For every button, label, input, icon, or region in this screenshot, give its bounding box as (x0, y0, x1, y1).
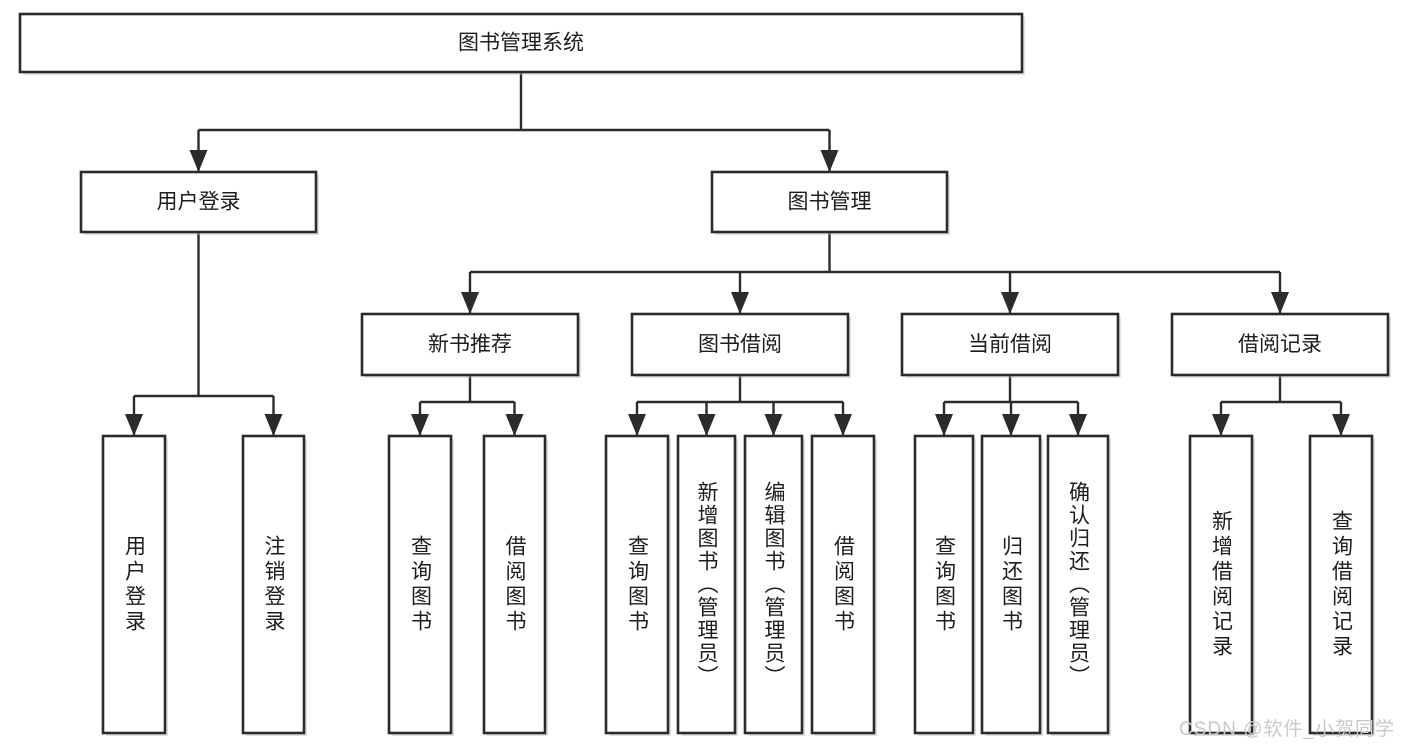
arrow-head-icon (1069, 414, 1087, 436)
node-box-leaf-query-book-rec (387, 434, 453, 735)
node-box-current-borrow (900, 312, 1120, 377)
node-box-leaf-logout (241, 434, 306, 735)
arrow-head-icon (628, 414, 646, 436)
node-box-leaf-add-book (676, 434, 737, 735)
arrow-head-icon (1001, 292, 1019, 314)
node-box-book-borrow (630, 312, 850, 377)
node-box-borrow-record (1170, 312, 1390, 377)
node-box-leaf-edit-book (743, 434, 804, 735)
node-label-book-manage: 图书管理 (788, 191, 872, 214)
node-box-leaf-query-record (1308, 434, 1374, 735)
node-box-leaf-borrow-book (810, 434, 876, 735)
node-label-borrow-record: 借阅记录 (1238, 333, 1322, 356)
arrow-head-icon (697, 414, 716, 436)
arrow-head-icon (1332, 414, 1350, 436)
node-box-user-login (79, 170, 318, 234)
node-box-leaf-add-record (1188, 434, 1254, 735)
arrow-head-icon (820, 150, 839, 172)
arrow-head-icon (264, 414, 283, 436)
node-box-leaf-user-login (101, 434, 167, 735)
node-label-root: 图书管理系统 (458, 32, 584, 55)
node-box-leaf-query-book-cur (913, 434, 975, 735)
node-box-leaf-borrow-book-rec (482, 434, 547, 735)
arrow-head-icon (411, 414, 429, 436)
node-label-current-borrow: 当前借阅 (968, 333, 1052, 356)
arrow-head-icon (189, 150, 208, 172)
arrow-head-icon (764, 414, 783, 436)
node-box-leaf-return-book (980, 434, 1042, 735)
node-box-leaf-query-book-borrow (604, 434, 670, 735)
arrow-head-icon (935, 414, 953, 436)
node-box-leaf-confirm-return (1046, 434, 1110, 735)
node-label-user-login: 用户登录 (157, 191, 241, 214)
arrow-head-icon (461, 292, 479, 314)
node-box-new-book-rec (360, 312, 580, 377)
arrow-head-icon (834, 414, 852, 436)
arrow-head-icon (1002, 414, 1020, 436)
node-box-root (18, 12, 1024, 74)
arrow-head-icon (731, 292, 749, 314)
arrow-head-icon (1271, 292, 1289, 314)
node-label-new-book-rec: 新书推荐 (428, 333, 512, 356)
node-label-book-borrow: 图书借阅 (698, 333, 782, 356)
node-box-book-manage (710, 170, 949, 234)
csdn-watermark: CSDN @软件_小贺同学 (1179, 719, 1395, 740)
arrow-head-icon (125, 414, 143, 436)
arrow-head-icon (505, 414, 524, 436)
arrow-head-icon (1212, 414, 1230, 436)
